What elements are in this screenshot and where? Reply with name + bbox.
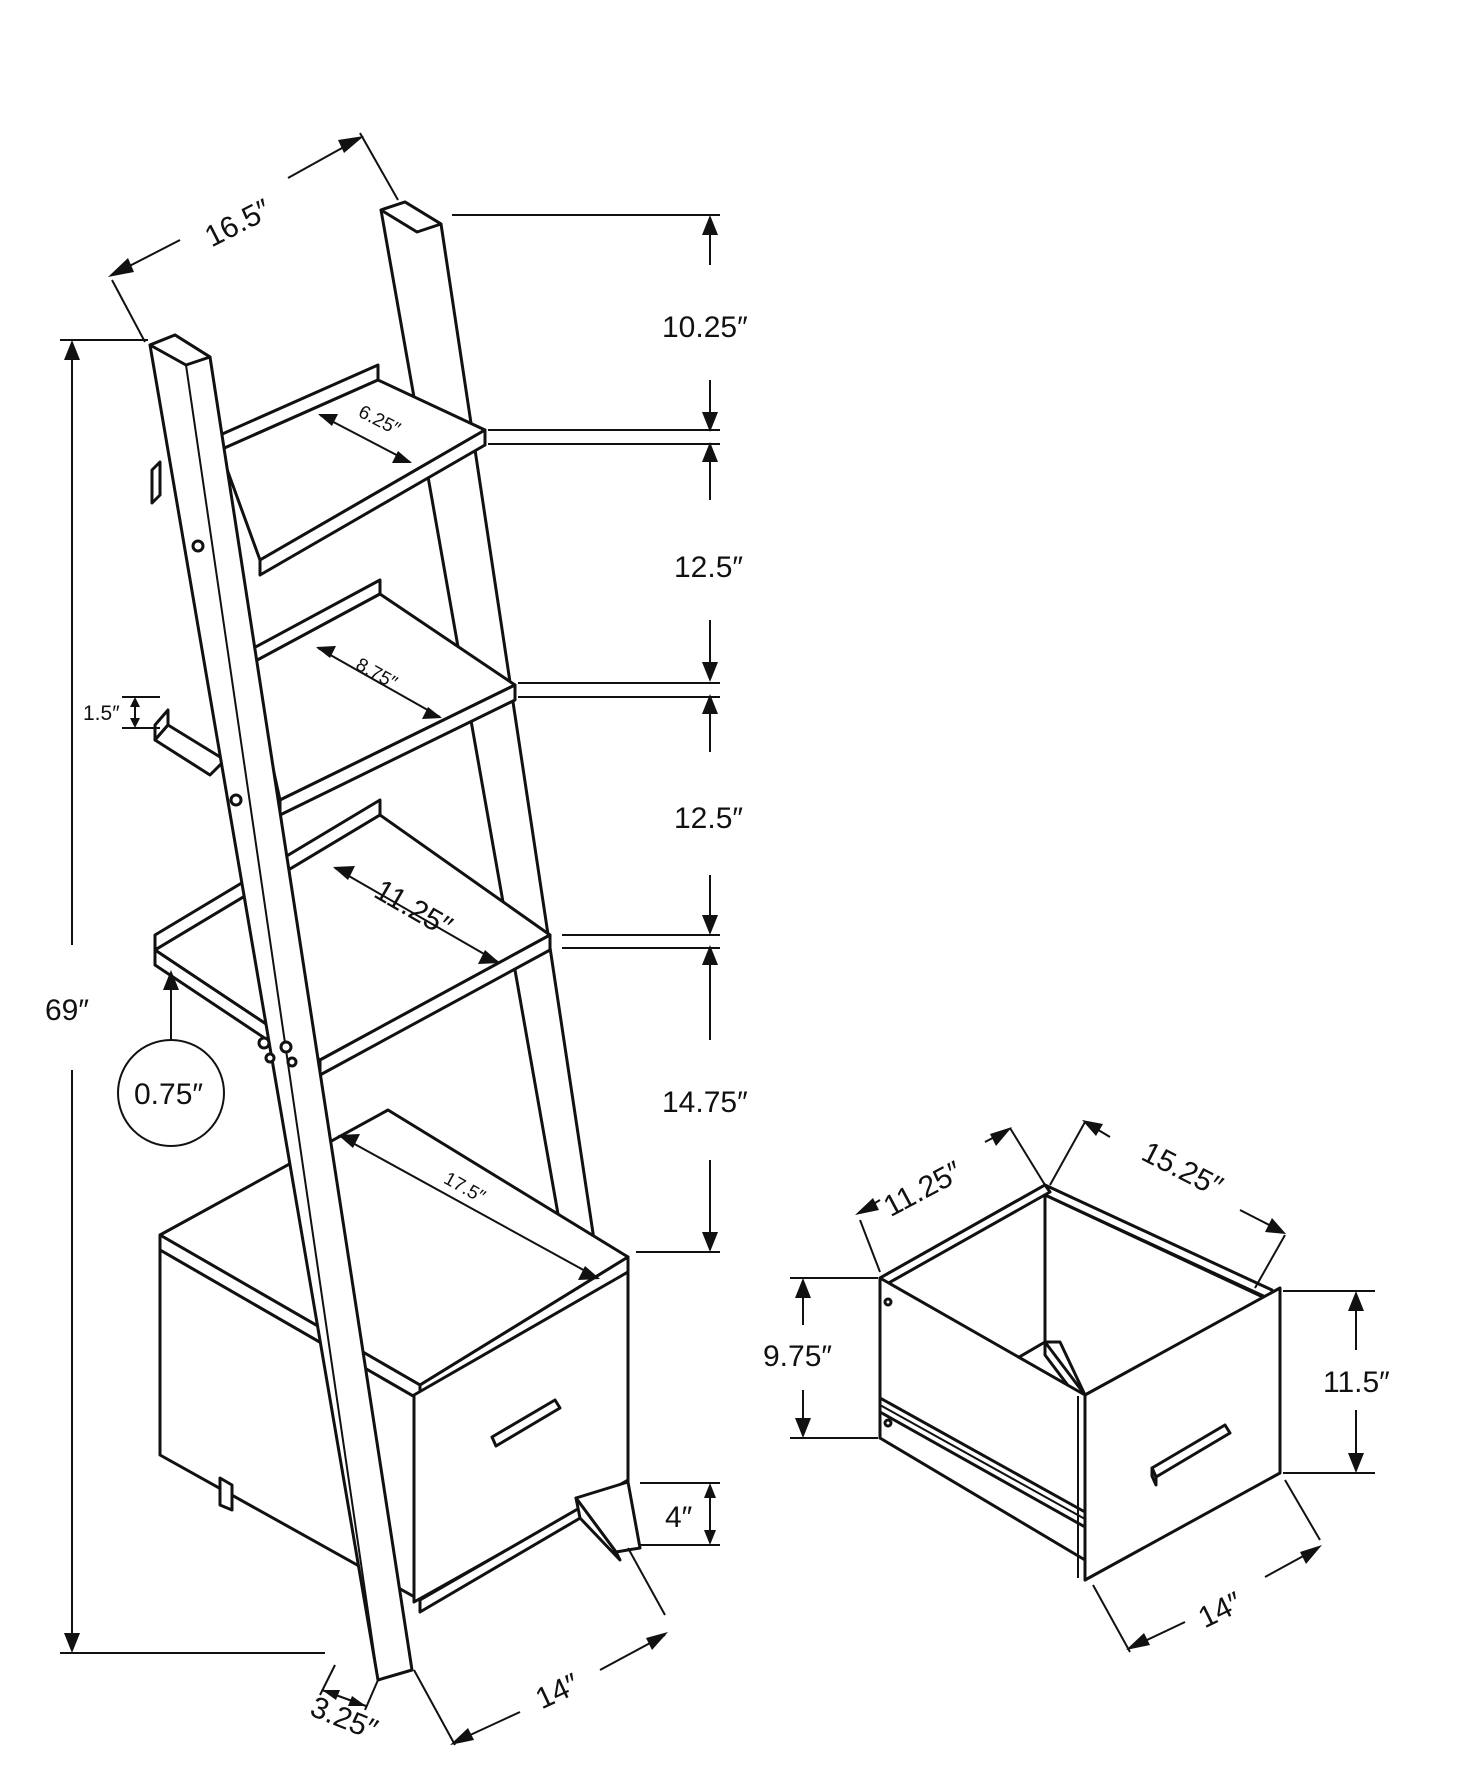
dim-drawer-width-top: 15.25″ — [1136, 1136, 1228, 1204]
dim-overall-width: 16.5″ — [200, 193, 277, 254]
dim-drawer-outer-height: 11.5″ — [1323, 1366, 1390, 1399]
dim-drawer-depth-bottom: 14″ — [1193, 1586, 1247, 1635]
dim-shelf-thickness: 0.75″ — [134, 1078, 203, 1111]
dim-drawer-depth-top: 11.25″ — [878, 1155, 968, 1224]
dim-overall-height: 69″ — [45, 994, 89, 1027]
drawer-detail — [878, 1183, 1282, 1582]
dim-cabinet-depth: 14″ — [531, 1667, 585, 1716]
shelf-top — [150, 363, 487, 577]
bolt-holes — [191, 539, 298, 1068]
shelf-bottom — [153, 798, 552, 1077]
cabinet — [158, 1108, 642, 1614]
dim-shelf-gap-upper: 12.5″ — [674, 551, 743, 584]
dim-top-gap: 10.25″ — [662, 311, 748, 344]
dim-shelf-gap-middle: 12.5″ — [674, 802, 743, 835]
front-rail-top — [148, 333, 212, 367]
dim-leg-height: 4″ — [665, 1501, 693, 1534]
drawer-handle — [490, 1398, 562, 1448]
drawer-dimensions: 11.25″ 15.25″ 9.75″ 11.5″ 14″ — [763, 1120, 1390, 1653]
back-rail-top — [379, 200, 443, 234]
bookcase — [148, 200, 642, 1682]
dim-lip-height: 1.5″ — [83, 702, 120, 725]
dim-drawer-inner-height: 9.75″ — [763, 1340, 832, 1373]
dim-shelf-gap-lower: 14.75″ — [662, 1086, 748, 1119]
